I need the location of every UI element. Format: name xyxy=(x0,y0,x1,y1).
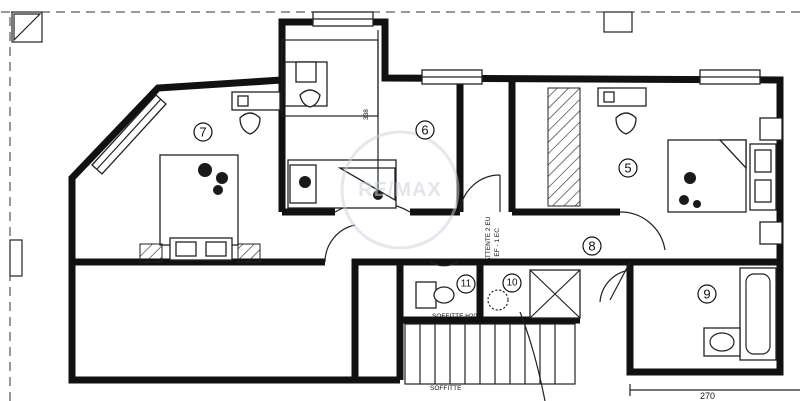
room-6-label: 6 xyxy=(421,123,428,138)
dimension-270-label: 270 xyxy=(700,391,715,401)
room-5-furniture xyxy=(547,87,777,213)
room-labels: 7 6 5 8 9 10 11 xyxy=(193,120,717,304)
exterior-walls xyxy=(68,18,784,384)
room-11-label: 11 xyxy=(461,279,472,290)
interior-walls xyxy=(72,80,780,384)
doors xyxy=(324,174,666,303)
room-10-label: 10 xyxy=(506,278,518,289)
attente-line2: 1 EF - 1 EC xyxy=(494,228,501,262)
room-6-furniture: 338 xyxy=(281,30,397,209)
attente-line1: ATTENTE 2 EU xyxy=(485,216,492,262)
wc-fixtures xyxy=(415,269,581,319)
watermark: RE/MAX xyxy=(340,130,460,250)
stairs xyxy=(404,311,576,401)
soffitte-label: SOFFITTE xyxy=(430,385,462,392)
room-9-label: 9 xyxy=(703,287,710,302)
room-8-label: 8 xyxy=(588,239,595,254)
room-7-label: 7 xyxy=(199,125,206,140)
soffitte-h200-label: SOFFITTE H200 xyxy=(432,313,481,320)
height-label: 338 xyxy=(363,109,370,120)
property-boundary xyxy=(0,11,800,401)
annotations: ATTENTE 2 EU 1 EF - 1 EC SOFFITTE H200 S… xyxy=(430,216,715,401)
room-7-furniture xyxy=(139,91,281,263)
windows xyxy=(91,11,783,245)
watermark-text: RE/MAX xyxy=(358,179,442,201)
room-5-label: 5 xyxy=(624,161,631,176)
room-9-fixtures xyxy=(703,267,777,361)
dimension-line xyxy=(629,384,800,396)
